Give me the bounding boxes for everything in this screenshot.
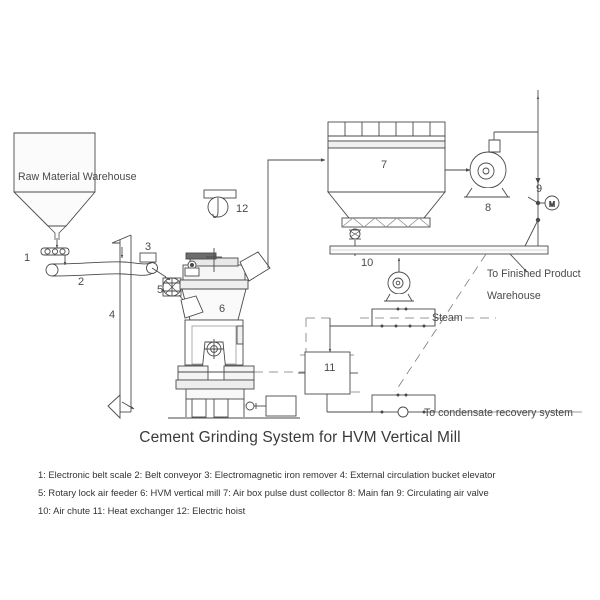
external-circulation-bucket-elevator [107, 234, 135, 420]
air-chute [329, 245, 549, 302]
svg-text:2: 2 [78, 276, 84, 288]
svg-text:12: 12 [236, 203, 248, 215]
svg-text:Steam: Steam [432, 312, 463, 324]
electronic-belt-scale [40, 247, 70, 266]
heat-exchanger [298, 351, 372, 413]
main-fan [464, 131, 538, 198]
hvm-vertical-mill [168, 248, 300, 419]
electric-hoist [203, 189, 237, 218]
legend-line: 5: Rotary lock air feeder 6: HVM vertica… [38, 487, 489, 498]
belt-conveyor [45, 261, 158, 277]
svg-text:11: 11 [324, 362, 335, 374]
mill-to-collector-duct [267, 158, 326, 268]
svg-text:4: 4 [109, 309, 115, 321]
svg-text:1: 1 [24, 252, 30, 264]
air-box-pulse-dust-collector [327, 121, 471, 257]
svg-text:To condensate recovery system: To condensate recovery system [424, 407, 573, 419]
legend: 1: Electronic belt scale 2: Belt conveyo… [0, 466, 600, 520]
svg-text:8: 8 [485, 202, 491, 214]
svg-text:6: 6 [219, 303, 225, 315]
svg-text:7: 7 [381, 159, 387, 171]
svg-text:Raw Material Warehouse: Raw Material Warehouse [18, 171, 137, 183]
svg-text:M: M [549, 202, 555, 209]
steam-line [328, 307, 436, 353]
svg-text:5: 5 [157, 284, 163, 296]
recirculation-duct [535, 90, 541, 250]
legend-line: 1: Electronic belt scale 2: Belt conveyo… [38, 469, 496, 480]
svg-text:9: 9 [536, 183, 542, 195]
svg-text:To Finished Product: To Finished Product [487, 268, 581, 280]
legend-line: 10: Air chute 11: Heat exchanger 12: Ele… [38, 505, 246, 516]
condensate-line [371, 393, 582, 418]
callout-numbers: 1 2 3 4 5 6 7 8 9 10 11 12 [24, 159, 542, 374]
diagram-text-labels: Raw Material Warehouse Steam To Finished… [18, 171, 581, 419]
page-title: Cement Grinding System for HVM Vertical … [139, 429, 461, 446]
electromagnetic-iron-remover [139, 252, 157, 263]
raw-material-warehouse [13, 132, 96, 249]
svg-text:3: 3 [145, 241, 151, 253]
svg-text:Warehouse: Warehouse [487, 290, 541, 302]
circulating-air-valve: M [524, 195, 560, 247]
svg-text:10: 10 [361, 257, 373, 269]
